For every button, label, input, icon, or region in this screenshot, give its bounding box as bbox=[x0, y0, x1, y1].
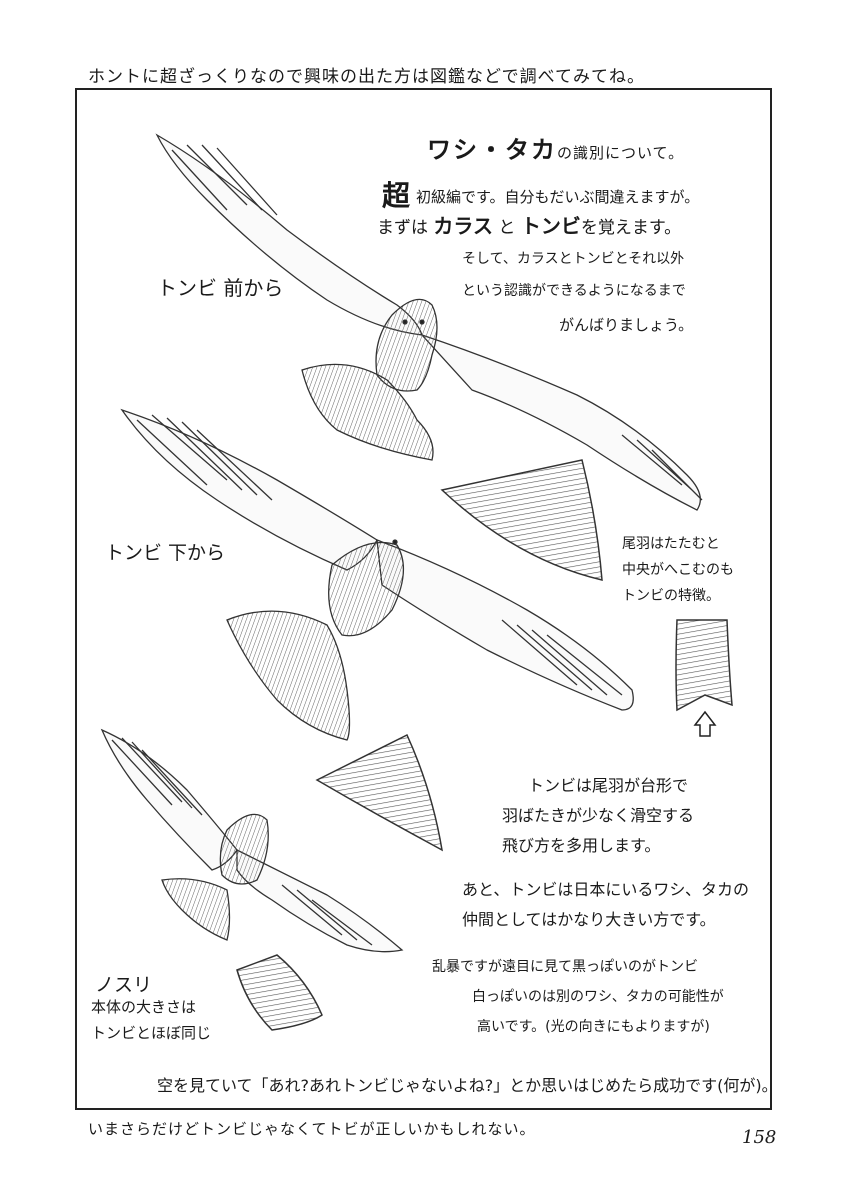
tail-note-3: トンビの特徴。 bbox=[622, 588, 720, 604]
intro-line-2-c: と bbox=[498, 218, 516, 238]
page-number: 158 bbox=[742, 1127, 777, 1148]
main-text-5: 仲間としてはかなり大きい方です。 bbox=[462, 910, 716, 929]
bottom-note: いまさらだけどトンビじゃなくてトビが正しいかもしれない。 bbox=[88, 1120, 536, 1138]
up-arrow-icon bbox=[693, 710, 717, 737]
main-text-3: 飛び方を多用します。 bbox=[502, 836, 661, 855]
tail-trapezoid-2 bbox=[315, 733, 443, 852]
rough-note-3: 高いです。(光の向きにもよりますが) bbox=[477, 1019, 710, 1035]
rough-note-2: 白っぽいのは別のワシ、タカの可能性が bbox=[472, 989, 724, 1005]
label-kite-front: トンビ 前から bbox=[157, 276, 284, 300]
tail-fan-small bbox=[236, 954, 323, 1031]
title-suffix: の識別について。 bbox=[557, 144, 685, 162]
intro-line-2-a: まずは bbox=[377, 218, 428, 238]
tail-notched-diagram bbox=[675, 619, 733, 712]
main-text-4: あと、トンビは日本にいるワシ、タカの bbox=[462, 880, 750, 899]
intro-crow: カラス bbox=[433, 214, 494, 238]
tail-note-2: 中央がへこむのも bbox=[622, 562, 734, 578]
title-main: ワシ・タカ bbox=[427, 136, 557, 164]
buzzard-note-1: 本体の大きさは bbox=[91, 998, 197, 1016]
buzzard-drawing bbox=[100, 728, 404, 953]
label-kite-below: トンビ 下から bbox=[105, 542, 226, 564]
tail-note-1: 尾羽はたたむと bbox=[622, 536, 720, 552]
intro-line-1-text: 初級編です。自分もだいぶ間違えますが。 bbox=[416, 188, 700, 206]
kite-below-drawing bbox=[120, 408, 634, 741]
label-buzzard: ノスリ bbox=[95, 974, 153, 996]
main-text-2: 羽ばたきが少なく滑空する bbox=[502, 806, 695, 825]
kite-front-drawing bbox=[155, 133, 703, 511]
intro-line-5: がんばりましょう。 bbox=[559, 316, 694, 334]
main-text-1: トンビは尾羽が台形で bbox=[528, 776, 689, 795]
intro-line-1: 超初級編です。自分もだいぶ間違えますが。 bbox=[382, 174, 699, 214]
buzzard-note-2: トンビとほぼ同じ bbox=[91, 1024, 212, 1042]
tail-trapezoid-1 bbox=[440, 459, 603, 581]
intro-line-3: そして、カラスとトンビとそれ以外 bbox=[462, 251, 685, 267]
bird-illustrations bbox=[100, 133, 733, 1031]
intro-line-2: まずは カラス と トンビを覚えます。 bbox=[377, 210, 681, 239]
rough-note-1: 乱暴ですが遠目に見て黒っぽいのがトンビ bbox=[432, 959, 698, 975]
illustration-panel: ワシ・タカの識別について。 超初級編です。自分もだいぶ間違えますが。 まずは カ… bbox=[75, 88, 778, 1110]
top-note: ホントに超ざっくりなので興味の出た方は図鑑などで調べてみてね。 bbox=[88, 67, 645, 87]
intro-line-2-e: を覚えます。 bbox=[580, 218, 682, 238]
intro-kite: トンビ bbox=[520, 214, 581, 238]
intro-line-4: という認識ができるようになるまで bbox=[462, 283, 686, 299]
intro-big-char: 超 bbox=[382, 179, 411, 212]
page-title: ワシ・タカの識別について。 bbox=[427, 130, 684, 165]
closing-line: 空を見ていて「あれ?あれトンビじゃないよね?」とか思いはじめたら成功です(何が)… bbox=[157, 1076, 778, 1095]
